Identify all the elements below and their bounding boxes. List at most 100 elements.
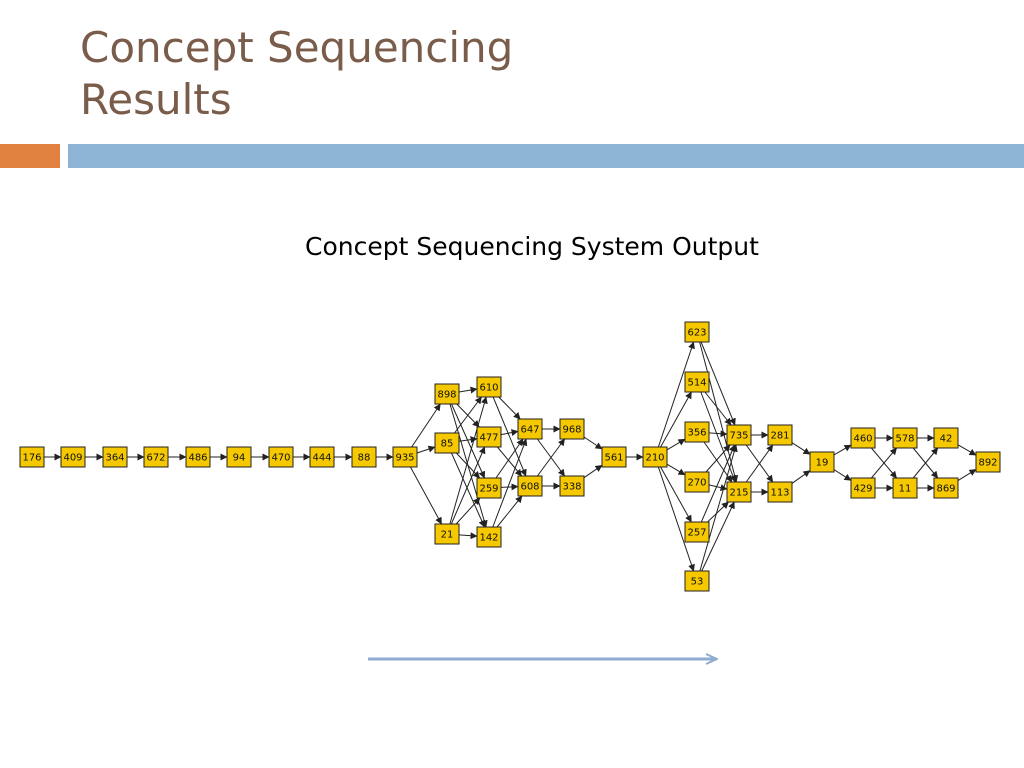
node-869: 869 [933,477,959,499]
node-85: 85 [434,432,460,454]
edge-338-561 [583,464,603,479]
edge-210-53 [657,466,695,572]
edge-19-429 [833,469,852,481]
node-486: 486 [185,446,211,468]
node-box [476,376,502,398]
node-label: 356 [687,428,706,439]
node-box [809,451,835,473]
node-label: 869 [936,484,955,495]
edge-356-735 [708,430,728,438]
edge-210-257 [660,466,692,523]
node-label: 281 [770,431,789,442]
node-label: 610 [479,383,498,394]
node-box [476,477,502,499]
edge-21-142 [458,532,478,540]
edge-257-215 [707,501,729,523]
node-label: 113 [770,488,789,499]
edge-113-19 [791,470,811,484]
node-box [434,432,460,454]
node-label: 898 [437,390,456,401]
node-box [19,446,45,468]
edge-210-514 [660,391,692,448]
node-box [102,446,128,468]
node-259: 259 [476,477,502,499]
node-box [60,446,86,468]
node-box [392,446,418,468]
node-box [767,481,793,503]
node-21: 21 [434,523,460,545]
node-210: 210 [642,446,668,468]
node-box [434,523,460,545]
edge-142-608 [496,495,523,528]
edge-968-561 [583,436,603,450]
node-610: 610 [476,376,502,398]
node-11: 11 [892,477,918,499]
node-672: 672 [143,446,169,468]
accent-bar-blue [68,144,1024,168]
node-label: 429 [853,484,872,495]
edge-21-610 [449,396,488,525]
node-623: 623 [684,321,710,343]
node-label: 444 [312,453,331,464]
accent-bar-orange [0,144,60,168]
edge-610-647 [498,396,521,420]
node-label: 270 [687,478,706,489]
node-215: 215 [726,481,752,503]
edge-610-608 [492,396,527,477]
node-label: 968 [562,425,581,436]
node-label: 88 [358,453,371,464]
node-box [892,427,918,449]
slide-title-line-1: Concept Sequencing [80,23,514,72]
edge-259-647 [495,438,524,479]
node-42: 42 [933,427,959,449]
node-892: 892 [975,451,1001,473]
node-label: 85 [441,439,454,450]
node-88: 88 [351,446,377,468]
edge-270-735 [705,444,731,473]
node-box [476,426,502,448]
node-113: 113 [767,481,793,503]
node-142: 142 [476,526,502,548]
edge-85-142 [451,452,486,528]
node-477: 477 [476,426,502,448]
node-label: 11 [899,484,912,495]
node-label: 561 [604,453,623,464]
node-box [601,446,627,468]
node-444: 444 [309,446,335,468]
node-label: 338 [562,482,581,493]
edge-210-270 [666,463,686,476]
node-box [185,446,211,468]
edge-869-892 [957,469,977,481]
node-338: 338 [559,475,585,497]
node-label: 470 [271,453,290,464]
node-label: 210 [645,453,664,464]
node-box [892,477,918,499]
node-box [476,526,502,548]
node-608: 608 [517,475,543,497]
edge-935-898 [411,403,441,448]
node-label: 21 [441,530,454,541]
node-label: 259 [479,484,498,495]
edge-514-735 [704,391,732,426]
edge-21-259 [455,497,481,525]
node-box [559,418,585,440]
slide-title-line-2: Results [80,75,232,124]
edge-53-215 [701,501,735,572]
node-label: 672 [146,453,165,464]
edge-215-281 [745,444,774,483]
edge-623-735 [700,341,736,426]
node-box [642,446,668,468]
node-box [933,477,959,499]
node-box [850,477,876,499]
node-270: 270 [684,471,710,493]
node-94: 94 [226,446,252,468]
node-898: 898 [434,383,460,405]
edge-477-608 [496,446,523,477]
node-box [351,446,377,468]
node-box [726,424,752,446]
edge-42-892 [957,444,977,456]
node-19: 19 [809,451,835,473]
edge-623-215 [699,341,739,483]
node-box [933,427,959,449]
node-429: 429 [850,477,876,499]
